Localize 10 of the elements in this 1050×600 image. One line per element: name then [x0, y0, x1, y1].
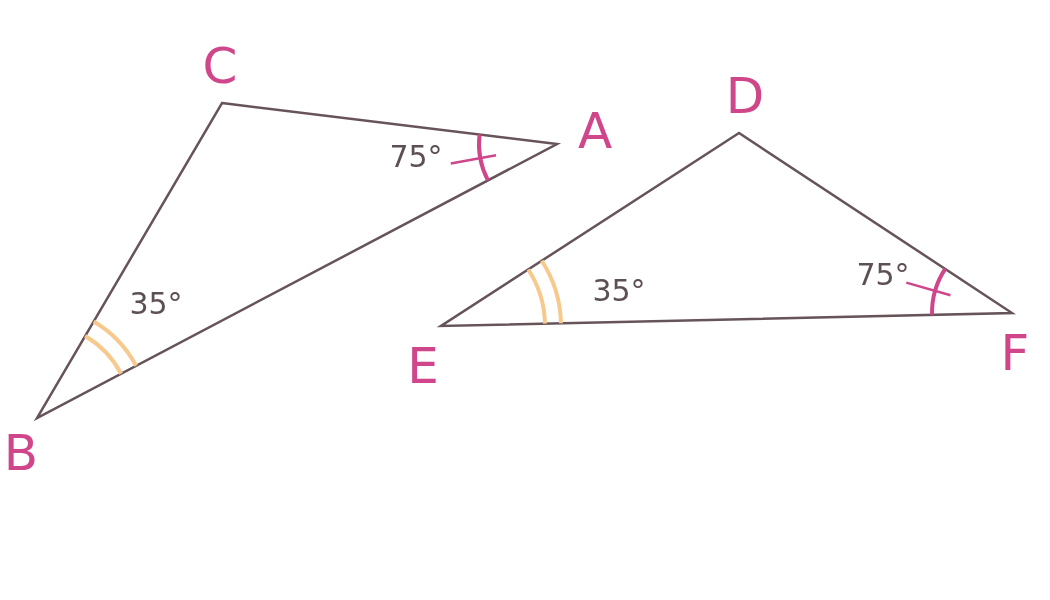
- angle-label: 75°: [389, 142, 443, 172]
- angle-label: 35°: [129, 289, 183, 319]
- vertex-label: D: [725, 71, 765, 121]
- vertex-label: C: [202, 41, 238, 91]
- angle-label: 75°: [856, 260, 910, 290]
- vertex-label: A: [577, 106, 613, 156]
- vertex-label: B: [3, 428, 39, 478]
- vertex-label: F: [1000, 328, 1030, 378]
- vertex-label: E: [407, 341, 439, 391]
- angle-label: 35°: [592, 276, 646, 306]
